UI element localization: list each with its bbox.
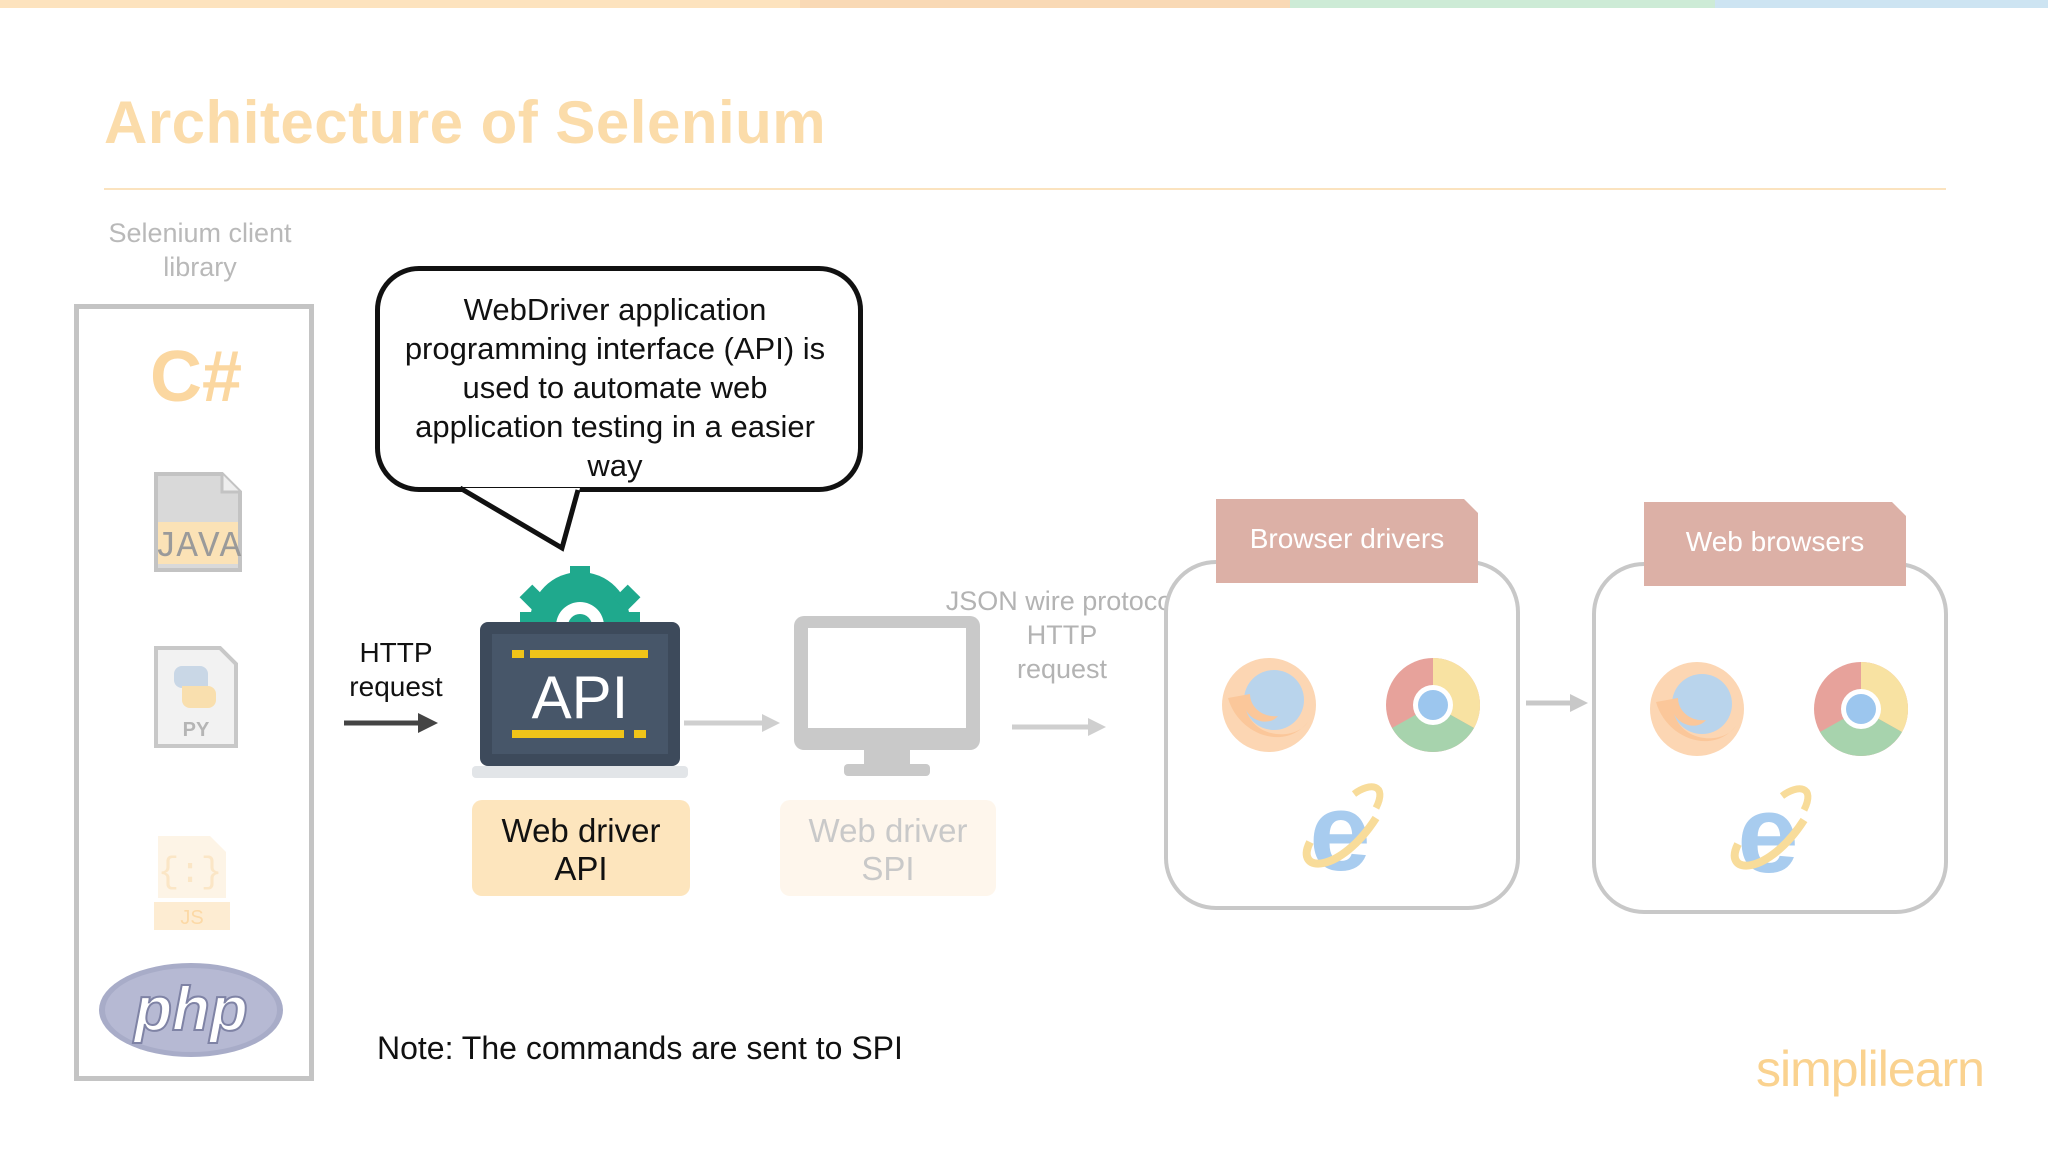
svg-text:PY: PY xyxy=(183,719,210,741)
client-library-label: Selenium client library xyxy=(108,218,292,282)
firefox-icon xyxy=(1222,658,1316,752)
web-browsers-tab: Web browsers xyxy=(1685,526,1865,557)
arrow-right-icon xyxy=(1012,718,1106,736)
chrome-icon xyxy=(1814,662,1909,757)
svg-text:JS: JS xyxy=(180,907,203,929)
web-browsers-tab-shape xyxy=(1644,502,1906,586)
svg-text:php: php xyxy=(132,975,248,1044)
callout-text: WebDriver application programming interf… xyxy=(404,292,826,483)
firefox-icon xyxy=(1650,662,1744,756)
arrow-right-icon xyxy=(344,713,438,733)
java-file-icon: JAVA xyxy=(154,472,242,572)
python-file-icon: PY xyxy=(154,646,238,748)
ie-icon: e xyxy=(1730,780,1812,880)
csharp-icon: C# xyxy=(150,337,243,417)
callout-pointer xyxy=(458,485,581,552)
arrow-right-icon xyxy=(684,714,780,732)
arrow-right-icon xyxy=(1526,694,1588,712)
title-divider xyxy=(104,188,1946,190)
svg-text:API: API xyxy=(532,664,629,731)
svg-text:JAVA: JAVA xyxy=(155,526,242,567)
php-icon: php xyxy=(99,963,283,1057)
ie-icon: e xyxy=(1302,778,1384,878)
simplilearn-logo: simplilearn xyxy=(1756,1041,1985,1097)
svg-text:{:}: {:} xyxy=(158,852,223,893)
chrome-icon xyxy=(1386,658,1481,753)
browser-drivers-tab-shape xyxy=(1216,499,1478,583)
note-text: Note: The commands are sent to SPI xyxy=(377,1030,903,1066)
js-file-icon: {:} JS xyxy=(154,836,230,930)
top-color-bar xyxy=(0,0,2048,8)
slide-title: Architecture of Selenium xyxy=(104,89,827,156)
monitor-icon xyxy=(794,616,980,776)
api-monitor-icon: API xyxy=(472,566,688,778)
callout-bubble xyxy=(375,266,863,492)
browser-drivers-tab: Browser drivers xyxy=(1249,523,1445,554)
